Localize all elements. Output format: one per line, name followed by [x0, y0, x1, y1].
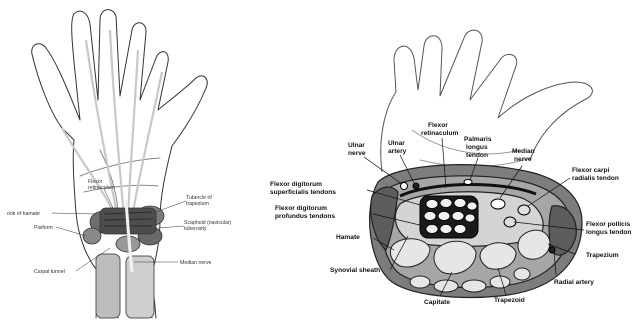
- label-palmaris-longus-3: tendon: [466, 152, 488, 159]
- label-left-pisiform: Pisiform: [34, 225, 53, 231]
- median-nerve-section: [491, 199, 505, 209]
- label-palmaris-longus-1: Palmaris: [464, 136, 492, 143]
- label-flexor-retinaculum-1: Flexor: [428, 122, 448, 129]
- label-fds-2: superficialis tendons: [270, 189, 336, 196]
- label-left-scaphoid-2: tuberosity: [184, 226, 207, 232]
- label-fdp-2: profundus tendons: [275, 213, 335, 220]
- label-flexor-retinaculum-2: retinaculum: [421, 130, 459, 137]
- label-palmaris-longus-2: longus: [466, 144, 488, 151]
- label-hamate: Hamate: [336, 234, 360, 241]
- label-left-flexor-retinaculum-2: retinaculum: [88, 185, 115, 191]
- label-capitate: Capitate: [424, 299, 450, 306]
- label-trapezoid: Trapezoid: [494, 297, 525, 304]
- label-fcr-1: Flexor carpi: [572, 167, 610, 174]
- label-left-hook-of-hamate: ook of hamate: [7, 211, 40, 217]
- label-left-median-nerve: Median nerve: [180, 260, 212, 266]
- trapezium-bone: [518, 230, 550, 259]
- label-fpl-1: Flexor pollicis: [586, 221, 631, 228]
- left-carpal-bones: [83, 206, 164, 252]
- label-fpl-2: longus tendon: [586, 229, 631, 236]
- label-left-tubercle-trapezium-2: trapezium: [186, 201, 209, 207]
- label-median-nerve-1: Median: [512, 148, 535, 155]
- label-ulnar-artery-2: artery: [388, 148, 407, 155]
- label-ulnar-nerve-2: nerve: [348, 150, 366, 157]
- label-fcr-2: radialis tendon: [572, 175, 619, 182]
- ulnar-artery-section: [413, 183, 419, 189]
- label-radial-artery: Radial artery: [554, 279, 594, 286]
- label-fds-1: Flexor digitorum: [270, 181, 322, 188]
- label-fdp-1: Flexor digitorum: [275, 205, 327, 212]
- label-trapezium: Trapezium: [586, 252, 619, 259]
- label-left-carpal-tunnel: Carpal tunnel: [34, 269, 65, 275]
- fcr-tendon-section: [518, 205, 530, 215]
- label-median-nerve-2: nerve: [514, 156, 532, 163]
- palmaris-longus-section: [464, 180, 472, 185]
- label-synovial-sheath: Synovial sheath: [330, 267, 380, 274]
- label-ulnar-artery-1: Ulnar: [388, 140, 405, 147]
- label-ulnar-nerve-1: Ulnar: [348, 142, 365, 149]
